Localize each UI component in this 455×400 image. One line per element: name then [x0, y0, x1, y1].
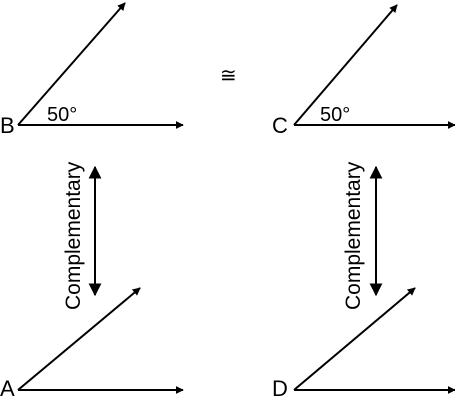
angle-c-side-ray — [293, 4, 398, 126]
angle-c: C 50° — [272, 4, 455, 138]
angle-a: A — [0, 287, 184, 400]
right-complementary-relation: Complementary — [342, 161, 383, 310]
vertex-label-b: B — [0, 113, 15, 138]
right-complementary-label: Complementary — [342, 161, 365, 310]
angle-d: D — [272, 287, 455, 400]
vertex-label-a: A — [0, 376, 15, 400]
angle-b-side-ray — [17, 2, 126, 126]
left-complementary-relation: Complementary — [62, 161, 102, 310]
angle-a-side-ray — [17, 287, 141, 391]
angle-b: B 50° — [0, 2, 184, 138]
angle-d-side-ray — [293, 287, 416, 391]
congruence-symbol: ≅ — [220, 65, 237, 87]
vertex-label-d: D — [272, 376, 288, 400]
vertex-label-c: C — [272, 113, 288, 138]
left-complementary-label: Complementary — [62, 161, 85, 310]
angle-c-measure: 50° — [320, 104, 350, 126]
angle-b-measure: 50° — [47, 104, 77, 126]
